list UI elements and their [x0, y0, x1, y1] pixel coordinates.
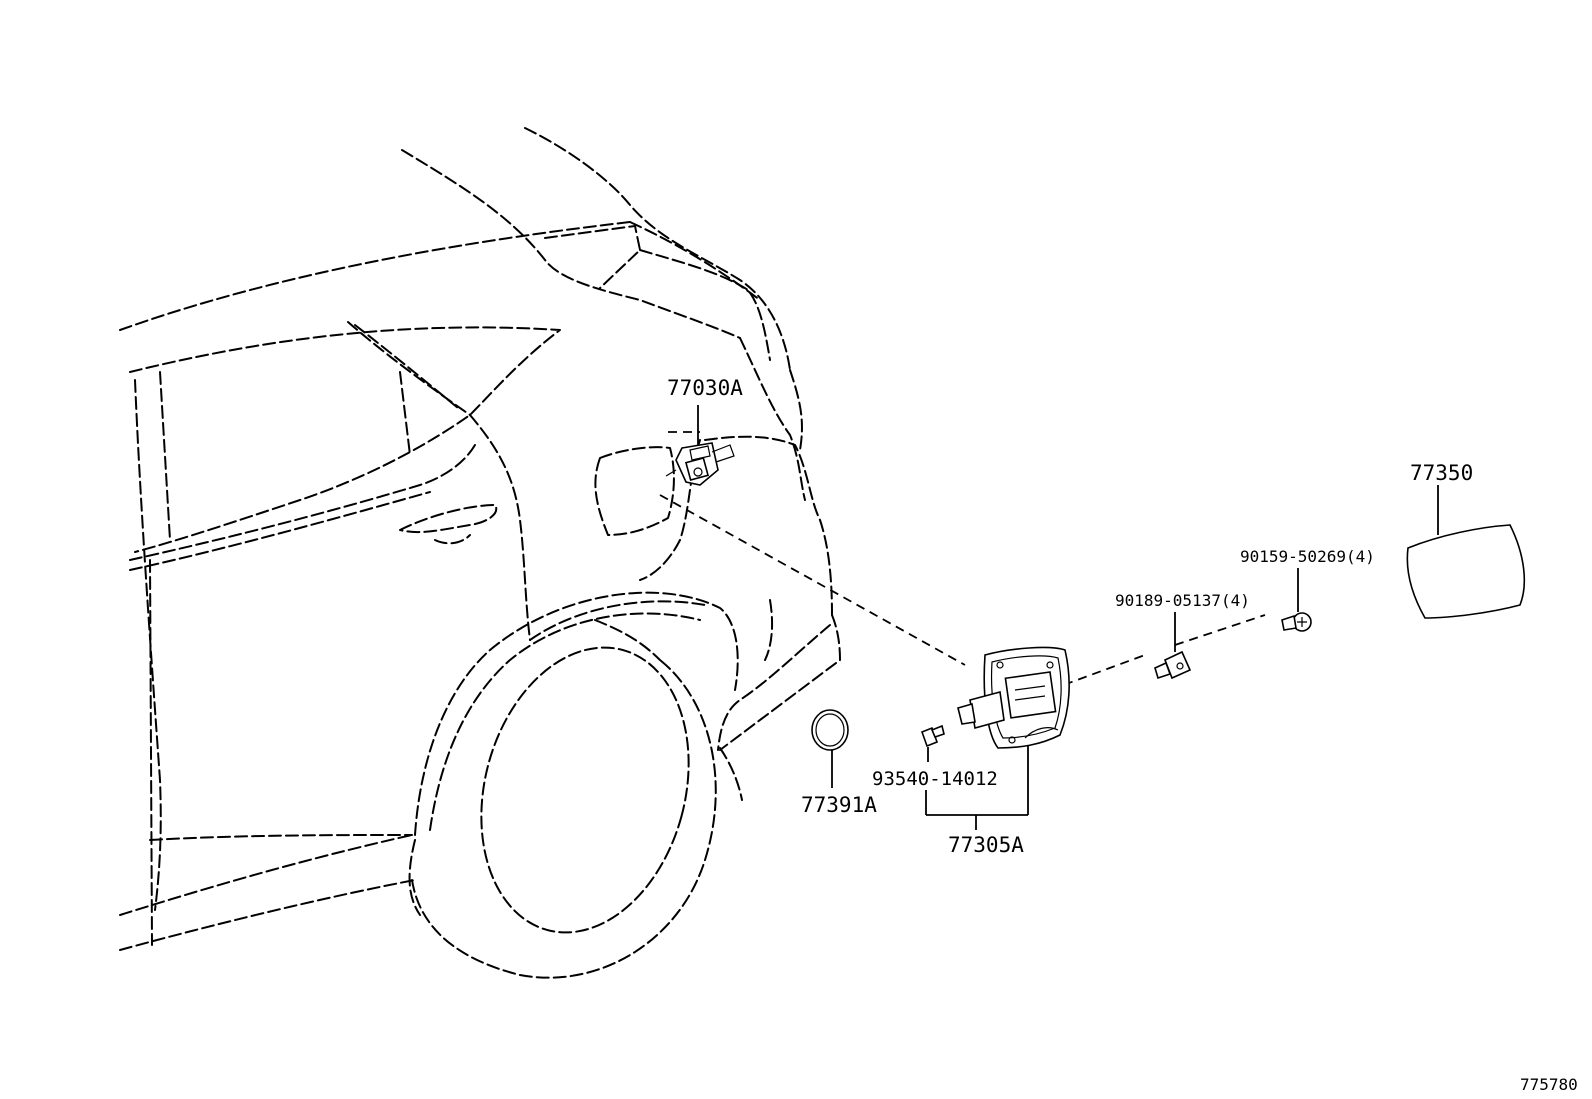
- vehicle-body-outline: [119, 127, 841, 979]
- actuator-part-illustration: [665, 405, 735, 486]
- screw-b-illustration: [920, 724, 945, 762]
- fuel-inlet-box-illustration: [925, 646, 1070, 830]
- label-screw-a: 90159-50269(4): [1240, 547, 1375, 566]
- label-fuel-filler-lid: 77350: [1410, 461, 1473, 485]
- clip-illustration: [1154, 612, 1192, 680]
- label-fuel-lid-opener-actuator: 77030A: [667, 376, 743, 400]
- fuel-lid-illustration: [1406, 485, 1526, 619]
- gasket-ring-illustration: [811, 709, 849, 788]
- screw-a-illustration: [1281, 568, 1312, 632]
- label-gasket-ring: 77391A: [801, 793, 877, 817]
- label-fuel-inlet-box-assy: 77305A: [948, 833, 1024, 857]
- illustration-id: 775780: [1520, 1075, 1578, 1094]
- label-clip: 90189-05137(4): [1115, 591, 1250, 610]
- label-screw-b: 93540-14012: [872, 768, 998, 790]
